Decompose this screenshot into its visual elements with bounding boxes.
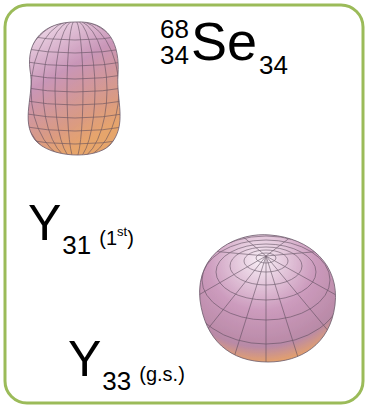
label-text: Se xyxy=(191,14,257,68)
label-group: 6834Se34 xyxy=(160,14,288,68)
label-text: st xyxy=(117,225,127,238)
label-group: Y31(1st) xyxy=(28,198,134,248)
nuclide-scripts: 6834 xyxy=(160,16,189,68)
label-text: 34 xyxy=(160,42,189,68)
y31-shape xyxy=(19,20,131,160)
label-text: Y xyxy=(68,334,101,384)
label-group: Y33(g.s.) xyxy=(68,334,185,384)
label-text: Y xyxy=(28,198,61,248)
y33-shape xyxy=(190,230,345,370)
label-text: 68 xyxy=(160,16,189,42)
label-text: 31 xyxy=(62,232,91,258)
label-text: (1 xyxy=(99,228,117,248)
label-text: ) xyxy=(127,228,134,248)
label-text: 33 xyxy=(102,368,131,394)
panel-frame xyxy=(5,5,363,403)
label-text: 34 xyxy=(259,52,288,78)
label-text: (g.s.) xyxy=(139,364,185,384)
